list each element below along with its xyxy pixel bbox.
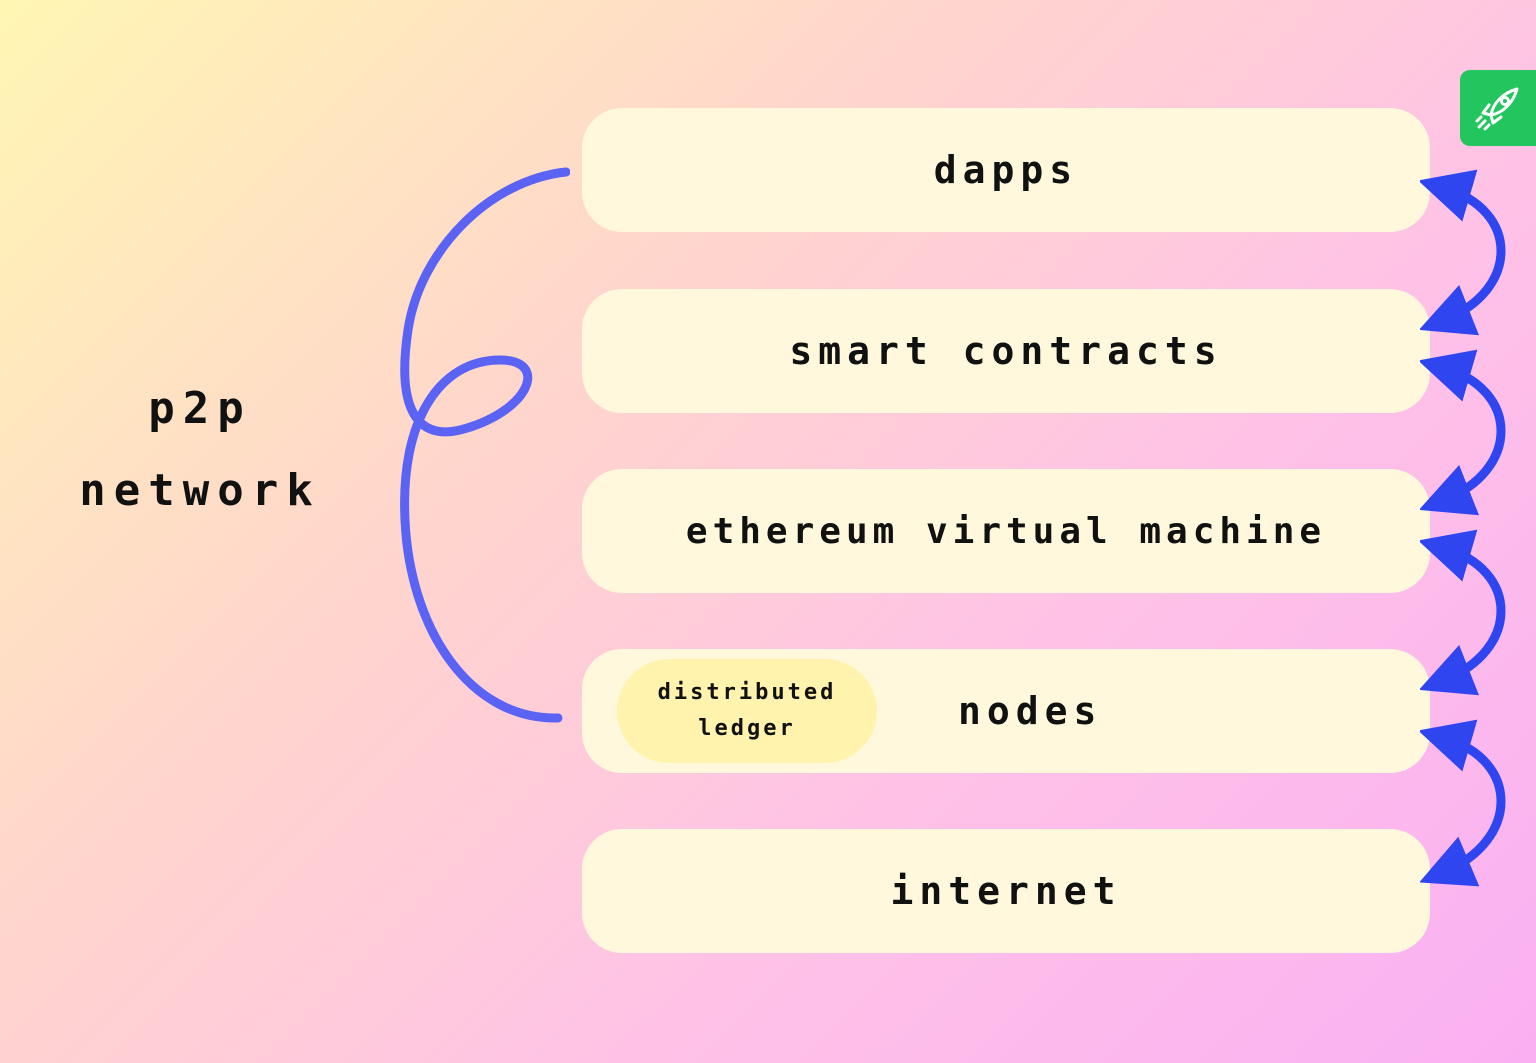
double-arrow-icon	[1420, 169, 1506, 336]
rocket-icon	[1475, 87, 1519, 131]
layer-dapps: dapps	[582, 108, 1430, 232]
layer-label: dapps	[933, 148, 1079, 192]
layer-label: ethereum virtual machine	[685, 510, 1327, 552]
bidirectional-arrows	[1420, 169, 1506, 887]
double-arrow-icon	[1420, 719, 1506, 887]
badge-line2: ledger	[698, 716, 796, 741]
curly-brace-connector	[400, 167, 570, 723]
layer-ethereum-virtual-machine: ethereum virtual machine	[582, 469, 1430, 593]
distributed-ledger-badge: distributed ledger	[617, 659, 877, 763]
double-arrow-icon	[1420, 349, 1506, 516]
double-arrow-icon	[1420, 529, 1506, 696]
rocket-badge[interactable]	[1460, 70, 1536, 146]
layer-nodes: distributed ledger nodes	[582, 649, 1430, 773]
network-title: p2p network	[40, 368, 360, 532]
layer-smart-contracts: smart contracts	[582, 289, 1430, 413]
network-title-line2: network	[79, 465, 321, 516]
layer-label: internet	[890, 869, 1122, 913]
layer-internet: internet	[582, 829, 1430, 953]
layer-label: nodes	[958, 689, 1103, 733]
ethereum-stack: dapps smart contracts ethereum virtual m…	[582, 0, 1430, 1063]
network-title-line1: p2p	[148, 383, 252, 434]
badge-line1: distributed	[657, 680, 837, 705]
layer-label: smart contracts	[789, 329, 1223, 373]
